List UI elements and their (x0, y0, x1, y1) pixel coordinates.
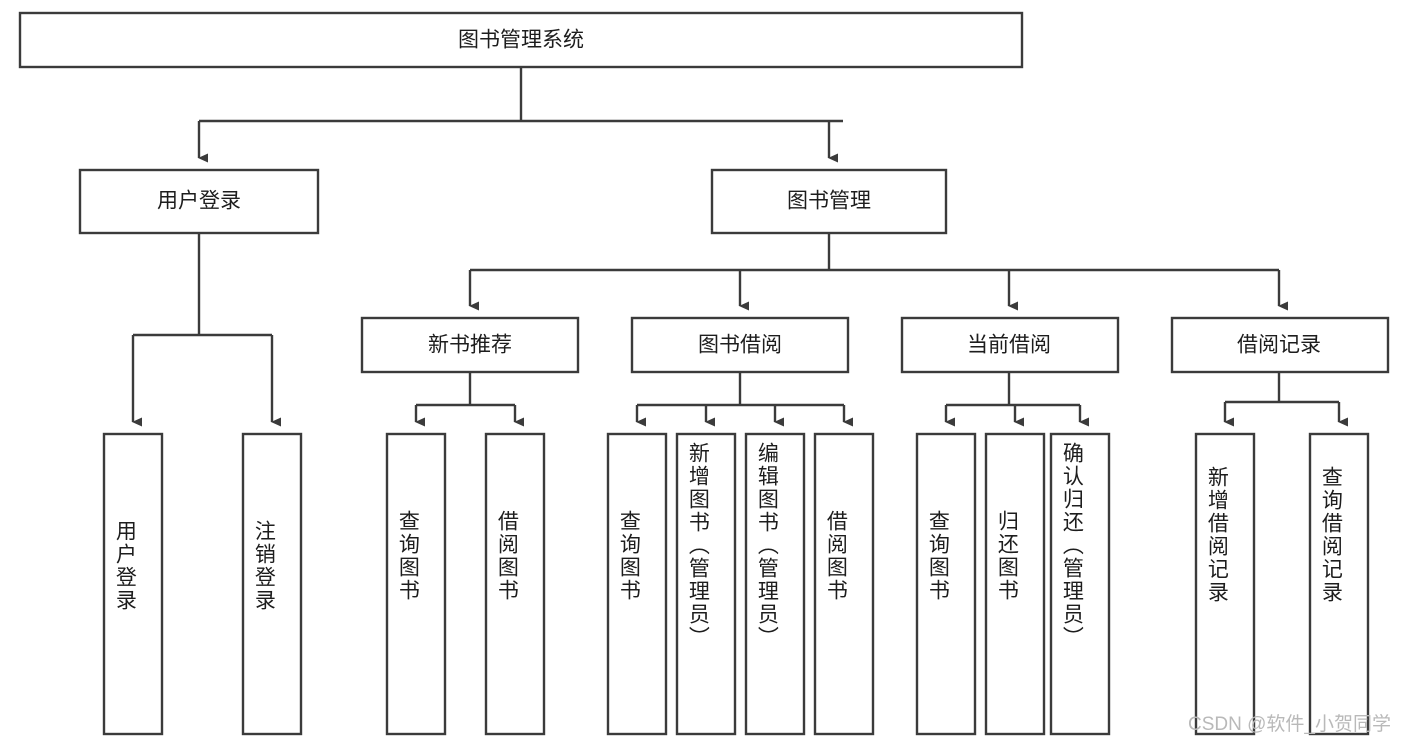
node-user-login[interactable]: 用户登录 (78, 168, 320, 235)
leaf-box-query-book-nbr[interactable] (385, 432, 447, 736)
leaf-box-query-book-bb[interactable] (606, 432, 668, 736)
connector-group-current-borrow (944, 372, 1089, 427)
connector-group-book-borrow (635, 372, 853, 427)
node-borrow-records-box[interactable] (1170, 316, 1390, 374)
node-root-system[interactable]: 图书管理系统 (18, 11, 1024, 69)
node-current-borrow-box[interactable] (900, 316, 1120, 374)
node-book-borrow-label: 图书借阅 (698, 334, 782, 357)
node-root-system-label: 图书管理系统 (458, 29, 584, 52)
node-book-management[interactable]: 图书管理 (710, 168, 948, 235)
connector-group-user-login (131, 233, 281, 427)
leaf-box-borrow-book-bb[interactable] (813, 432, 875, 736)
connector-group-borrow-records (1223, 372, 1348, 427)
node-borrow-records-label: 借阅记录 (1237, 334, 1321, 357)
leaf-box-edit-book-admin[interactable] (744, 432, 806, 736)
node-current-borrow[interactable]: 当前借阅 (900, 316, 1120, 374)
node-user-login-box[interactable] (78, 168, 320, 235)
leaf-box-query-book-cb[interactable] (915, 432, 977, 736)
csdn-watermark: CSDN @软件_小贺同学 (1188, 714, 1391, 735)
leaf-box-query-borrow-record[interactable] (1308, 432, 1370, 736)
leaf-box-add-book-admin[interactable] (675, 432, 737, 736)
node-borrow-records[interactable]: 借阅记录 (1170, 316, 1390, 374)
node-current-borrow-label: 当前借阅 (967, 334, 1051, 357)
connector-group-new-book-rec (414, 372, 524, 427)
node-book-borrow-box[interactable] (630, 316, 850, 374)
node-book-management-label: 图书管理 (787, 190, 871, 213)
leaf-box-borrow-book-nbr[interactable] (484, 432, 546, 736)
node-new-book-recommend[interactable]: 新书推荐 (360, 316, 580, 374)
node-new-book-recommend-box[interactable] (360, 316, 580, 374)
connector-group-root (197, 67, 843, 163)
leaf-boxes (102, 432, 1370, 736)
node-book-management-box[interactable] (710, 168, 948, 235)
node-root-system-box[interactable] (18, 11, 1024, 69)
leaf-box-confirm-return-admin[interactable] (1049, 432, 1111, 736)
leaf-box-user-login[interactable] (102, 432, 164, 736)
leaf-box-add-borrow-record[interactable] (1194, 432, 1256, 736)
node-new-book-recommend-label: 新书推荐 (428, 334, 512, 357)
node-book-borrow[interactable]: 图书借阅 (630, 316, 850, 374)
node-user-login-label: 用户登录 (157, 190, 241, 213)
connector-group-book-mgmt (468, 233, 1288, 311)
leaf-box-logout[interactable] (241, 432, 303, 736)
leaf-box-return-book[interactable] (984, 432, 1046, 736)
